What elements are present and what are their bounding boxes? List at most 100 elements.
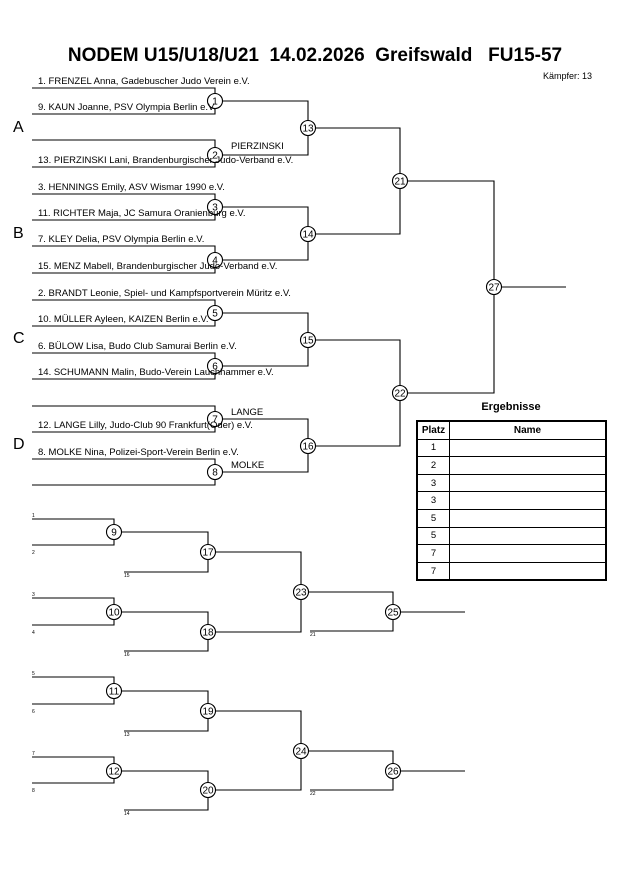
fight-number: 12 — [108, 767, 120, 778]
table-row: 7 — [416, 561, 607, 581]
rep-label: 21 — [310, 632, 316, 638]
rep-label: 16 — [124, 652, 130, 658]
table-row: 1 — [416, 438, 607, 458]
fight-number: 1 — [212, 97, 218, 108]
rep-label: 1 — [32, 513, 35, 519]
page-title: NODEM U15/U18/U21 14.02.2026 Greifswald … — [67, 45, 563, 66]
fight-number: 11 — [109, 687, 120, 698]
rep-label: 7 — [32, 751, 35, 757]
fight-circle-17: 17 — [199, 543, 217, 561]
place-cell: 3 — [416, 473, 450, 493]
fight-circle-5: 5 — [206, 304, 224, 322]
fight-number: 21 — [394, 177, 406, 188]
fight-number: 13 — [302, 124, 314, 135]
fight-circle-18: 18 — [199, 623, 217, 641]
pool-label-d: D — [13, 436, 25, 453]
fight-circle-7: 7 — [206, 410, 224, 428]
place-cell: 7 — [416, 544, 450, 563]
pool-label-c: C — [13, 330, 25, 347]
fight-circle-15: 15 — [299, 331, 317, 349]
rep-label: 15 — [124, 573, 130, 579]
fight-number: 24 — [295, 747, 307, 758]
fight-circle-21: 21 — [391, 172, 409, 190]
fight-number: 6 — [212, 362, 218, 373]
fight-number: 17 — [202, 548, 214, 559]
fight-circle-14: 14 — [299, 225, 317, 243]
place-cell: 5 — [416, 526, 450, 546]
fight-circle-3: 3 — [206, 198, 224, 216]
fight-number: 8 — [212, 468, 218, 479]
fight-number: 22 — [394, 389, 406, 400]
rep-label: 8 — [32, 788, 35, 794]
fight-number: 19 — [202, 707, 214, 718]
table-row: 5 — [416, 508, 607, 528]
fighters-count: Kämpfer: 13 — [543, 71, 593, 81]
fight-number: 20 — [202, 786, 214, 797]
place-cell: 1 — [416, 438, 450, 458]
fight-circle-11: 11 — [105, 682, 123, 700]
fight-circle-10: 10 — [105, 603, 123, 621]
fight-circle-4: 4 — [206, 251, 224, 269]
fight-circle-2: 2 — [206, 146, 224, 164]
fight-number: 15 — [302, 336, 314, 347]
entry-11: 11. RICHTER Maja, JC Samura Oranienburg … — [38, 208, 246, 219]
entry-1: 1. FRENZEL Anna, Gadebuscher Judo Verein… — [38, 76, 250, 87]
name-cell — [449, 526, 607, 546]
fight-circle-22: 22 — [391, 384, 409, 402]
entry-3: 3. HENNINGS Emily, ASV Wismar 1990 e.V. — [38, 182, 225, 193]
place-cell: 3 — [416, 491, 450, 510]
fight-number: 2 — [212, 151, 218, 162]
results-header-row: Platz Name — [416, 420, 607, 440]
entry-8: 8. MOLKE Nina, Polizei-Sport-Verein Berl… — [38, 447, 239, 458]
entry-9: 9. KAUN Joanne, PSV Olympia Berlin e.V. — [38, 102, 217, 113]
rep-label: 5 — [32, 671, 35, 677]
fight-circle-9: 9 — [105, 523, 123, 541]
name-cell — [449, 491, 607, 510]
fight-circle-26: 26 — [384, 762, 402, 780]
name-cell — [449, 473, 607, 493]
fight-circle-6: 6 — [206, 357, 224, 375]
fight-number: 7 — [212, 415, 218, 426]
fight-circle-25: 25 — [384, 603, 402, 621]
fight-circle-16: 16 — [299, 437, 317, 455]
entry-10: 10. MÜLLER Ayleen, KAIZEN Berlin e.V. — [38, 314, 209, 325]
name-cell — [449, 508, 607, 528]
fight-circle-13: 13 — [299, 119, 317, 137]
entry-6: 6. BÜLOW Lisa, Budo Club Samurai Berlin … — [38, 341, 237, 352]
fight-number: 16 — [302, 442, 314, 453]
table-row: 2 — [416, 456, 607, 475]
pool-label-a: A — [13, 119, 24, 136]
name-cell — [449, 456, 607, 475]
name-cell — [449, 438, 607, 458]
winner-fight-2: PIERZINSKI — [231, 141, 284, 152]
name-cell — [449, 544, 607, 563]
entry-2: 2. BRANDT Leonie, Spiel- und Kampfsportv… — [38, 288, 291, 299]
fight-number: 5 — [212, 309, 218, 320]
rep-label: 4 — [32, 630, 35, 636]
fight-circle-8: 8 — [206, 463, 224, 481]
name-cell — [449, 561, 607, 581]
fight-number: 18 — [202, 628, 214, 639]
fight-circle-24: 24 — [292, 742, 310, 760]
fight-circle-27: 27 — [485, 278, 503, 296]
place-cell: 5 — [416, 508, 450, 528]
entry-7: 7. KLEY Delia, PSV Olympia Berlin e.V. — [38, 234, 205, 245]
fight-number: 25 — [387, 608, 399, 619]
fight-circle-19: 19 — [199, 702, 217, 720]
rep-label: 13 — [124, 732, 130, 738]
place-cell: 2 — [416, 456, 450, 475]
rep-label: 3 — [32, 592, 35, 598]
results-title: Ergebnisse — [481, 401, 541, 413]
fight-number: 3 — [212, 203, 218, 214]
fight-number-circles: 1234567891011121314151617181920212223242… — [105, 92, 503, 799]
results-table: Platz Name 1 2 3 3 5 5 7 7 — [416, 420, 607, 582]
fight-number: 26 — [387, 767, 399, 778]
fight-number: 27 — [488, 283, 500, 294]
fight-circle-12: 12 — [105, 762, 123, 780]
rep-label: 22 — [310, 791, 316, 797]
fight-number: 9 — [111, 528, 117, 539]
fight-number: 14 — [302, 230, 314, 241]
winner-fight-7: LANGE — [231, 407, 264, 418]
winner-fight-8: MOLKE — [231, 460, 265, 471]
rep-label: 6 — [32, 709, 35, 715]
